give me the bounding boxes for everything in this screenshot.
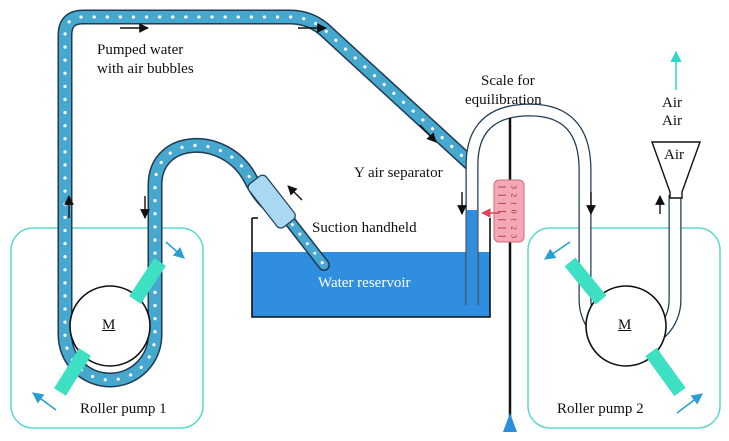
- scale-tick-label: 0: [509, 210, 518, 214]
- scale-tick-label: 2: [509, 193, 518, 197]
- air-funnel: [651, 141, 701, 199]
- label-air-2: Air: [662, 113, 682, 129]
- scale-pole: [503, 118, 517, 432]
- roller-2b: [645, 347, 686, 397]
- scale-tick-label: 1: [509, 218, 518, 222]
- roller-2a: [564, 257, 607, 305]
- rotation-arrow-1a: [165, 241, 185, 259]
- label-roller-pump-2: Roller pump 2: [557, 401, 644, 417]
- roller-pump-1-housing: [10, 227, 204, 429]
- roller-1b: [54, 348, 91, 396]
- label-y-separator: Y air separator: [354, 165, 443, 181]
- label-roller-pump-1: Roller pump 1: [80, 401, 167, 417]
- label-scale-1: Scale for: [481, 73, 535, 89]
- roller-1a: [129, 258, 166, 304]
- label-pumped-water-1: Pumped water: [97, 42, 184, 58]
- motor-1: [69, 285, 151, 367]
- scale-tick-label: 2: [509, 226, 518, 230]
- label-pumped-water-2: with air bubbles: [97, 61, 194, 77]
- flow-arrow-diagonal: [419, 124, 437, 143]
- label-motor-2: M: [618, 317, 632, 333]
- scale-tick-label: 1: [509, 202, 518, 206]
- scale-tick-label: 3: [509, 234, 518, 238]
- label-scale-2: equilibration: [465, 92, 542, 108]
- flow-arrow-handheld: [287, 185, 303, 201]
- equilibration-scale: 3 2 1 0 1 2 3: [493, 179, 525, 243]
- label-water-reservoir: Water reservoir: [318, 275, 411, 291]
- rotation-arrow-2a: [544, 241, 571, 260]
- label-air-funnel: Air: [664, 147, 684, 163]
- scale-tick-label: 3: [509, 185, 518, 189]
- rotation-arrow-1b: [32, 392, 57, 411]
- rotation-arrow-2b: [676, 393, 703, 414]
- label-suction-handheld: Suction handheld: [312, 220, 417, 236]
- label-air-1: Air: [662, 95, 682, 111]
- roller-pump-2-housing: [527, 227, 721, 429]
- label-motor-1: M: [102, 317, 116, 333]
- suction-handheld: [247, 174, 330, 271]
- motor-2: [585, 285, 667, 367]
- water-reservoir: [251, 217, 491, 318]
